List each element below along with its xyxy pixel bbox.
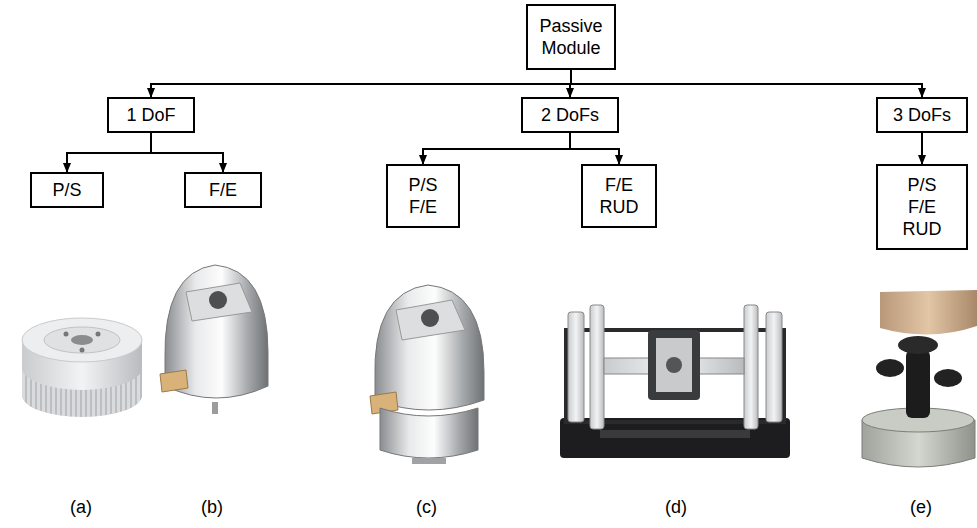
figure-letter: (a) xyxy=(70,496,92,518)
passive-module-a-part xyxy=(80,348,85,353)
figure-letter: (b) xyxy=(201,496,223,518)
passive-module-c-part xyxy=(421,309,439,327)
passive-module-d-part xyxy=(568,312,584,422)
node-label: F/E RUD xyxy=(597,174,641,218)
passive-module-a-part xyxy=(22,318,142,362)
passive-module-b xyxy=(160,265,268,414)
dof-box: P/S F/E xyxy=(386,164,460,228)
figure-letter: (e) xyxy=(910,496,932,518)
passive-module-a xyxy=(22,318,142,417)
passive-module-d-part xyxy=(600,430,750,438)
passive-module-b-part xyxy=(186,283,252,321)
passive-module-d-part xyxy=(666,357,682,373)
node-label: 3 DoFs xyxy=(893,104,951,126)
passive-module-a-part xyxy=(22,368,142,417)
passive-module-c-part xyxy=(380,408,478,458)
passive-module-a-part xyxy=(96,332,101,337)
tree-connector xyxy=(921,133,923,164)
passive-module-d-part xyxy=(604,358,744,374)
passive-module-c xyxy=(370,285,484,464)
passive-module-c-part xyxy=(396,300,465,340)
passive-module-a-part xyxy=(71,335,93,345)
tree-connector xyxy=(570,133,619,164)
tree-connector xyxy=(151,70,571,97)
node-label: P/S F/E xyxy=(403,174,443,218)
passive-module-d-part xyxy=(766,312,782,422)
passive-module-b-part xyxy=(160,370,188,392)
category-box: 1 DoF xyxy=(107,97,195,133)
passive-module-e-part xyxy=(906,350,930,418)
node-label: P/S F/E RUD xyxy=(900,174,944,240)
passive-module-e xyxy=(862,290,977,467)
passive-module-b-part xyxy=(212,402,218,414)
tree-connector xyxy=(151,133,223,172)
node-label: 2 DoFs xyxy=(541,104,599,126)
node-label: 1 DoF xyxy=(126,104,175,126)
figure-letter: (d) xyxy=(665,496,687,518)
passive-module-e-part xyxy=(898,336,938,354)
dof-box: P/S F/E RUD xyxy=(876,164,968,250)
passive-module-d-part xyxy=(648,330,700,400)
tree-connector xyxy=(423,133,570,164)
passive-module-e-part xyxy=(880,290,977,335)
dof-box: F/E xyxy=(184,172,262,208)
root-box: Passive Module xyxy=(526,4,616,70)
node-label: P/S xyxy=(52,179,81,201)
passive-module-d-part xyxy=(590,305,604,429)
passive-module-a-part xyxy=(44,327,120,353)
passive-module-c-part xyxy=(375,285,484,410)
dof-box: F/E RUD xyxy=(581,164,657,228)
passive-module-d-part xyxy=(744,305,758,429)
tree-connector xyxy=(571,70,922,97)
passive-module-b-part xyxy=(209,291,227,309)
node-label: Passive Module xyxy=(534,15,608,59)
dof-box: P/S xyxy=(30,172,104,208)
passive-module-d-part xyxy=(656,338,692,392)
passive-module-e-part xyxy=(934,369,962,387)
passive-module-e-part xyxy=(876,359,904,377)
passive-module-a-part xyxy=(64,332,69,337)
passive-module-d xyxy=(560,305,790,458)
passive-module-c-part xyxy=(412,458,446,464)
node-label: F/E xyxy=(209,179,237,201)
figure-letter: (c) xyxy=(416,496,437,518)
category-box: 3 DoFs xyxy=(876,97,968,133)
category-box: 2 DoFs xyxy=(521,97,619,133)
tree-connector xyxy=(67,133,151,172)
